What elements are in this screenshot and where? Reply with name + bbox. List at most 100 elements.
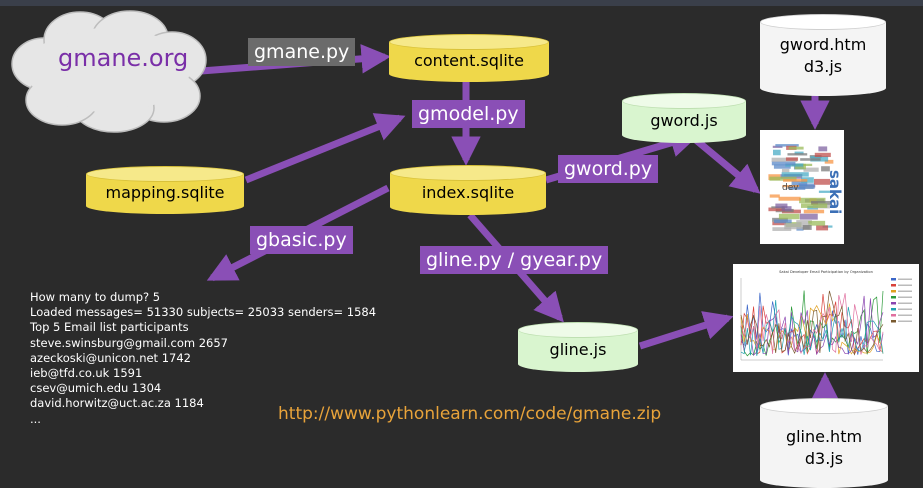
word-cloud-word [769, 194, 780, 198]
word-cloud-word [788, 146, 804, 150]
word-cloud-word [818, 190, 835, 193]
word-cloud-word [781, 206, 792, 211]
word-cloud-word [781, 168, 790, 173]
gline-js-file: gline.js [518, 322, 638, 372]
line-chart-legend-text [898, 320, 912, 322]
gmane-org-label: gmane.org [58, 44, 189, 72]
word-cloud-graphic: sakai dev [768, 144, 844, 231]
index-sqlite-db: index.sqlite [390, 165, 546, 215]
mapping-sqlite-label: mapping.sqlite [105, 183, 225, 202]
word-cloud-word [784, 223, 810, 230]
word-cloud-word [808, 220, 826, 226]
word-cloud-word [816, 225, 829, 231]
word-cloud-word-sakai: sakai [826, 170, 844, 214]
console-line: Top 5 Email list participants [30, 320, 189, 335]
content-sqlite-db: content.sqlite [389, 34, 549, 82]
gline-htm-label: gline.htm [785, 427, 863, 446]
word-cloud-word [799, 213, 818, 220]
arrow-gline-to-chart [638, 311, 734, 350]
gword-d3-label: d3.js [803, 57, 843, 76]
word-cloud-word [775, 144, 799, 147]
console-line: ... [30, 411, 41, 426]
gline-gyear-py-label: gline.py / gyear.py [420, 246, 609, 274]
word-cloud-word [782, 185, 800, 188]
word-cloud-word [788, 186, 806, 190]
line-chart-legend-swatch [891, 290, 896, 293]
word-cloud-word [798, 183, 815, 189]
line-chart-legend-text [898, 314, 912, 316]
word-cloud-word [778, 213, 800, 220]
console-line: csev@umich.edu 1304 [30, 381, 162, 396]
word-cloud-word [772, 227, 792, 231]
console-line: How many to dump? 5 [30, 290, 161, 304]
gmane-py-label: gmane.py [248, 38, 356, 66]
word-cloud-word [801, 177, 814, 183]
gword-js-file: gword.js [622, 93, 746, 143]
gword-htm-label: gword.htm [779, 35, 867, 54]
word-cloud-word [802, 225, 812, 230]
line-chart-legend-swatch [891, 320, 896, 323]
word-cloud-word [787, 153, 808, 156]
word-cloud-word [800, 158, 821, 161]
word-cloud-word [824, 159, 834, 164]
word-cloud-word [769, 176, 797, 181]
word-cloud-word [772, 149, 781, 156]
word-cloud-word [785, 157, 799, 161]
word-cloud-image: sakai dev [760, 130, 844, 244]
word-cloud-word [771, 157, 798, 162]
console-line: Loaded messages= 51330 subjects= 25033 s… [30, 305, 377, 320]
word-cloud-word [783, 179, 808, 182]
word-cloud-word [771, 161, 796, 166]
word-cloud-word [814, 152, 831, 158]
word-cloud-word [778, 196, 801, 201]
word-cloud-word [813, 178, 831, 185]
line-chart-legend-text [898, 308, 912, 310]
gword-js-label: gword.js [650, 111, 718, 130]
download-url[interactable]: http://www.pythonlearn.com/code/gmane.zi… [278, 404, 662, 424]
line-chart-series [740, 290, 884, 357]
word-cloud-word [772, 145, 783, 148]
line-chart-series [740, 290, 884, 356]
word-cloud-word [768, 207, 785, 212]
word-cloud-word [810, 200, 832, 205]
line-chart-image: Sakai Developer Email Participation by O… [733, 264, 919, 372]
word-cloud-word [774, 219, 792, 224]
index-sqlite-label: index.sqlite [421, 183, 515, 202]
line-chart-series [740, 293, 884, 355]
line-chart-legend-swatch [891, 302, 896, 305]
gword-htm-file: gword.htm d3.js [760, 14, 886, 96]
console-line: steve.swinsburg@gmail.com 2657 [30, 335, 228, 350]
content-sqlite-label: content.sqlite [414, 51, 524, 70]
word-cloud-word [781, 172, 809, 177]
window-top-strip [0, 0, 923, 6]
line-chart-legend-text [898, 290, 912, 292]
word-cloud-word-dev: dev [782, 183, 799, 193]
line-chart-legend-swatch [891, 314, 896, 317]
gmodel-py-label: gmodel.py [412, 100, 525, 128]
word-cloud-word [796, 220, 812, 224]
word-cloud-word [800, 203, 828, 208]
line-chart-series [740, 293, 884, 355]
line-chart-legend-swatch [891, 296, 896, 299]
word-cloud-word [803, 209, 825, 214]
gbasic-py-label: gbasic.py [250, 226, 353, 254]
gword-py-label: gword.py [558, 155, 659, 183]
arrow-mapping-to-gmodel [244, 113, 406, 184]
line-chart-series [740, 299, 884, 356]
line-chart-legend-text [898, 302, 912, 304]
console-line: azeckoski@unicon.net 1742 [30, 350, 191, 365]
line-chart-legend-swatch [891, 278, 896, 281]
gline-d3-label: d3.js [804, 449, 844, 468]
console-line: ieb@tfd.co.uk 1591 [30, 366, 143, 381]
line-chart-legend-text [898, 284, 912, 286]
line-chart-graphic: Sakai Developer Email Participation by O… [740, 270, 912, 361]
gline-htm-file: gline.htm d3.js [760, 398, 888, 488]
word-cloud-word [799, 197, 826, 204]
line-chart-legend-swatch [891, 308, 896, 311]
line-chart-legend-text [898, 296, 912, 298]
mapping-sqlite-db: mapping.sqlite [86, 166, 244, 214]
console-line: david.horwitz@uct.ac.za 1184 [30, 396, 204, 411]
word-cloud-word [794, 151, 804, 155]
